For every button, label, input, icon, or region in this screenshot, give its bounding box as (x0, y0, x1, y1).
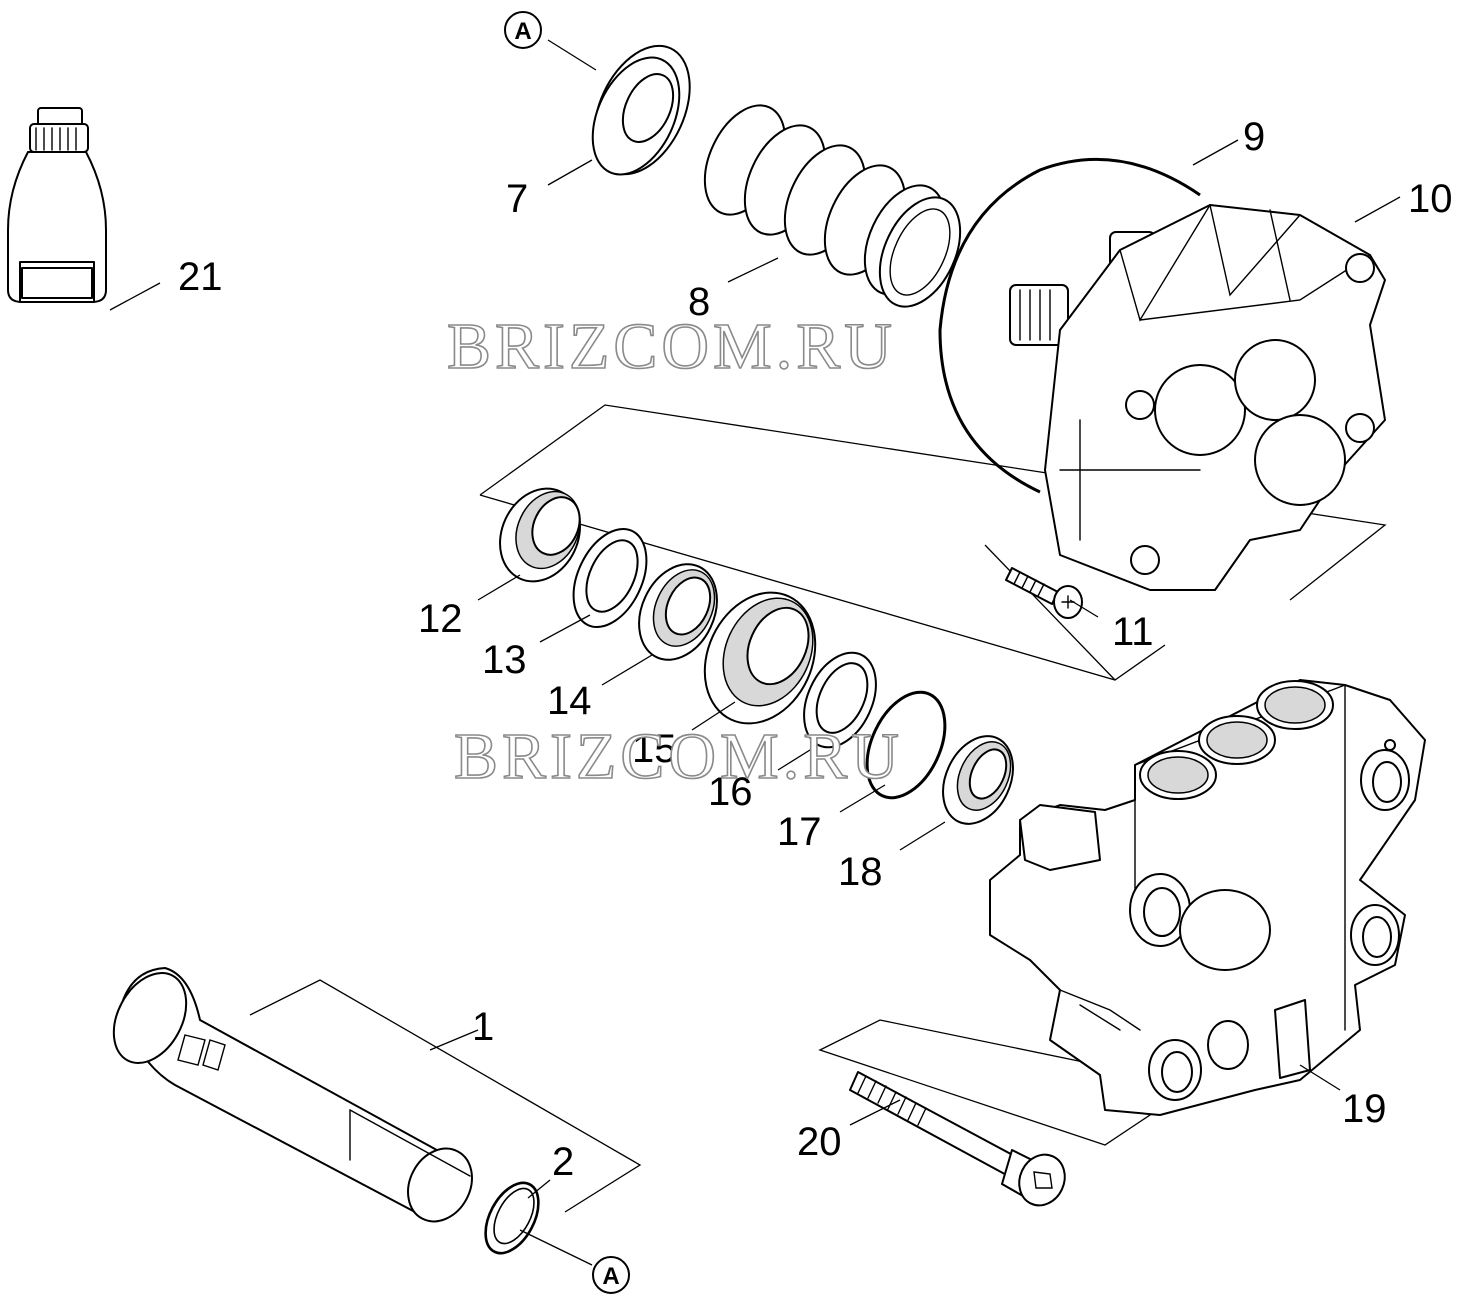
cap-screw (849, 1071, 1066, 1207)
bracket-piston (249, 979, 642, 1213)
piston (112, 967, 473, 1223)
reference-mark-letter-bottom: A (602, 1263, 619, 1290)
part-label-11: 11 (1112, 610, 1154, 654)
flat-ring (572, 527, 648, 629)
part-label-18: 18 (838, 850, 883, 894)
part-label-7: 7 (506, 177, 528, 221)
large-seal (703, 591, 817, 725)
part-label-1: 1 (472, 1005, 494, 1049)
snap-ring (484, 1181, 540, 1255)
part-label-17: 17 (777, 810, 822, 854)
part-label-21: 21 (178, 255, 223, 299)
pump-head-housing (1009, 204, 1386, 591)
watermark-top: BRIZCOM.RU (447, 310, 896, 383)
large-o-ring (938, 157, 1201, 494)
part-label-16: 16 (708, 770, 753, 814)
reference-mark-letter-top: A (514, 18, 531, 45)
bracket-head (984, 544, 1116, 681)
spring (703, 104, 962, 308)
support-ring (803, 651, 877, 749)
reference-mark-bottom: A (592, 1256, 630, 1294)
groove-seal (499, 487, 581, 583)
part-label-10: 10 (1408, 177, 1453, 221)
part-label-13: 13 (482, 638, 527, 682)
part-label-9: 9 (1243, 115, 1265, 159)
small-o-ring (865, 690, 947, 800)
part-label-14: 14 (547, 679, 592, 723)
part-label-12: 12 (418, 597, 463, 641)
part-label-8: 8 (688, 280, 710, 324)
valve-block (989, 679, 1426, 1116)
leader-lines (109, 39, 1401, 1266)
washer (591, 44, 691, 176)
oil-bottle (7, 107, 107, 303)
screw (1005, 567, 1083, 619)
valve-seal (942, 735, 1014, 825)
part-label-20: 20 (797, 1120, 842, 1164)
lip-seal (638, 563, 718, 661)
watermark-middle: BRIZCOM.RU (454, 720, 903, 793)
part-labels: 1 2 7 8 9 10 11 12 13 14 15 16 17 18 19 … (178, 115, 1453, 1184)
part-label-2: 2 (552, 1140, 574, 1184)
part-label-15: 15 (632, 727, 677, 771)
reference-mark-top: A (504, 11, 542, 49)
part-label-19: 19 (1342, 1087, 1387, 1131)
